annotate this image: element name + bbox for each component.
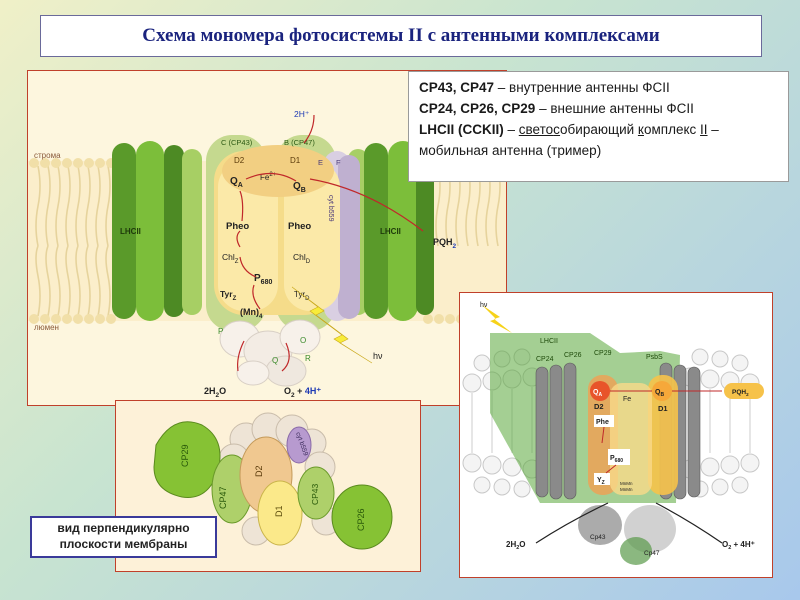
water-arrow	[535, 502, 609, 544]
cp43-label: Cp43	[590, 534, 606, 541]
f-label: F	[336, 158, 341, 167]
mn-label-2: MnMn	[620, 487, 633, 492]
legend-line-2: CP24, CP26, CP29 – внешние антенны ФСII	[419, 100, 694, 116]
cytb559-shape	[286, 426, 312, 464]
diagram3d: hν LHCII CP24 CP26 CP29 PsbS QA QB Fe D2…	[462, 302, 764, 565]
p-label: P	[218, 327, 223, 336]
water-label: 2H2O	[506, 540, 526, 551]
title-box: Схема мономера фотосистемы II с антенным…	[40, 15, 762, 57]
d2-label: D2	[254, 465, 264, 477]
two-h-plus-label: 2H⁺	[294, 109, 310, 119]
light-bolt-icon	[482, 305, 512, 333]
page-title: Схема мономера фотосистемы II с антенным…	[142, 25, 660, 46]
p680-box	[608, 449, 630, 465]
cp29-label: CP29	[594, 350, 612, 357]
pqh2-label: PQH2	[732, 389, 749, 397]
lumen-label: люмен	[34, 323, 59, 332]
d1-core	[648, 375, 678, 495]
chlz-label: ChlZ	[222, 252, 239, 265]
psbs-label: PsbS	[646, 354, 663, 361]
lhcii-right-label: LHCII	[380, 227, 401, 236]
legend-line-1: CP43, CP47 – внутренние антенны ФСII	[419, 80, 670, 95]
q-label: Q	[272, 356, 278, 365]
mn-label-1: MnMn	[620, 481, 633, 486]
d1-shape	[257, 480, 303, 546]
lhcii-left-complex: LHCII	[112, 141, 202, 321]
d1-label: D1	[274, 505, 284, 517]
p680-label: P680	[610, 455, 623, 464]
pheo-left-label: Pheo	[226, 221, 249, 232]
pheo-right-label: Pheo	[288, 221, 311, 232]
d1-label: D1	[658, 404, 668, 413]
yz-box	[594, 473, 610, 485]
o-label: O	[300, 336, 306, 345]
electron-path	[601, 390, 722, 474]
cp29-label: CP29	[180, 444, 190, 467]
legend-line-4: мобильная антенна (тример)	[419, 142, 602, 158]
fe-label: Fe2+	[260, 172, 277, 182]
psii-core	[206, 135, 360, 331]
qa-label: QA	[593, 389, 602, 398]
fe-label: Fe	[623, 396, 631, 403]
light-bolt-icon	[291, 286, 373, 364]
cp24-label: CP24	[536, 356, 554, 363]
chld-label: ChlD	[293, 252, 311, 265]
cp47-shape	[620, 537, 652, 565]
top-view-diagram: CP29 CP47 D2 D1 cyt b559 CP43 CP26	[153, 412, 393, 550]
yz-label: YZ	[597, 477, 605, 486]
b-cp47-label: B (CP47)	[284, 138, 315, 147]
r-label: R	[305, 354, 311, 363]
diagram3d-panel: hν LHCII CP24 CP26 CP29 PsbS QA QB Fe D2…	[459, 292, 773, 578]
cp26-label: CP26	[356, 508, 366, 531]
qa-label: QA	[230, 176, 243, 189]
water-label: 2H2O	[204, 386, 226, 399]
cp47-label: Cp47	[644, 550, 660, 557]
pqh2-pill	[724, 383, 764, 399]
o2-label: O2 + 4H⁺	[284, 386, 321, 399]
lhcii-left-label: LHCII	[120, 227, 141, 236]
cp43-shape	[578, 505, 622, 545]
qb-label: QB	[293, 181, 306, 194]
cp26-label: CP26	[564, 352, 582, 359]
caption-line-2: плоскости мембраны	[59, 537, 188, 552]
e-label: E	[318, 158, 323, 167]
hv-label: hν	[480, 302, 488, 309]
top-view-panel: CP29 CP47 D2 D1 cyt b559 CP43 CP26	[115, 400, 421, 572]
d2-label: D2	[594, 402, 604, 411]
lhcii-label: LHCII	[540, 338, 558, 345]
qb-label: QB	[655, 389, 664, 398]
qa-circle	[590, 381, 610, 401]
stroma-label: строма	[34, 151, 61, 160]
pheo-label: Phe	[596, 419, 609, 426]
cp43-label: CP43	[310, 483, 320, 505]
extrinsic-proteins	[219, 319, 321, 387]
main-diagram: строма люмен LHCII LHCII	[28, 109, 506, 399]
mn-cluster-label: (Mn)4	[240, 307, 263, 320]
pqh2-label: PQH2	[433, 237, 457, 250]
caption-box: вид перпендикулярно плоскости мембраны	[30, 516, 217, 558]
cp43-shape	[297, 466, 335, 520]
cytb559-label: cyt b559	[327, 195, 334, 222]
caption-line-1: вид перпендикулярно	[57, 521, 190, 535]
p680-label: P680	[254, 273, 272, 286]
electron-path	[236, 114, 424, 372]
pheo-box	[594, 415, 614, 427]
qb-circle	[652, 381, 672, 401]
tyrz-label: TyrZ	[220, 289, 237, 302]
legend-line-3: LHCII (CCKII) – светособирающий комплекс…	[419, 121, 719, 137]
cp26-shape	[331, 484, 393, 550]
d1-label: D1	[290, 156, 301, 165]
d2-label: D2	[234, 156, 245, 165]
c-cp43-label: C (CP43)	[221, 138, 253, 147]
cp47-label: CP47	[218, 486, 228, 509]
hv-label: hν	[373, 351, 383, 361]
legend-box: CP43, CP47 – внутренние антенны ФСII CP2…	[408, 71, 789, 182]
o2-label: O2 + 4H⁺	[722, 540, 755, 551]
reaction-center	[610, 383, 652, 495]
oxygen-arrow	[655, 502, 723, 544]
